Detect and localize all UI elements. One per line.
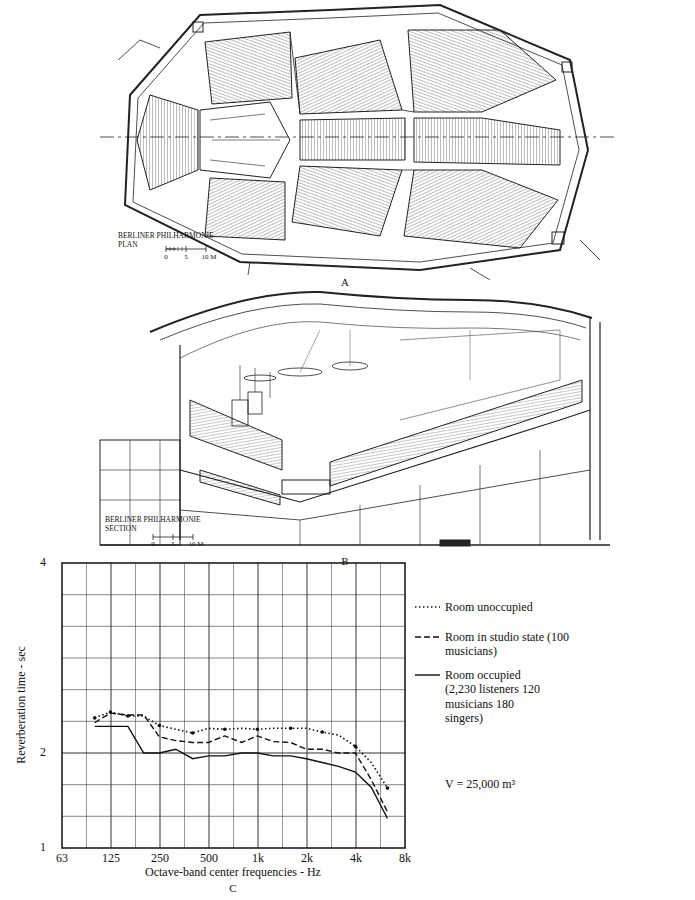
- drawing-subtitle: PLAN: [118, 241, 138, 249]
- legend-text: Room unoccupied: [445, 600, 533, 614]
- grid-line: [331, 563, 332, 848]
- grid-line: [258, 563, 259, 848]
- grid-line: [209, 563, 210, 848]
- drawing-subtitle: SECTION: [105, 525, 137, 533]
- legend-entry: Room unoccupied: [445, 600, 595, 614]
- reverberation-chart: [62, 563, 440, 848]
- legend-entry: Room in studio state (100 musicians): [445, 630, 585, 659]
- grid-line: [233, 563, 234, 848]
- scale-number: 0: [151, 541, 155, 549]
- scale-number: 10 M: [189, 541, 204, 549]
- data-point: [354, 745, 358, 749]
- grid-line: [282, 563, 283, 848]
- chart-grid: [62, 563, 405, 848]
- grid-line: [111, 563, 112, 848]
- volume-note: V = 25,000 m³: [445, 778, 515, 791]
- data-point: [158, 724, 162, 728]
- axis-tick-label: 8k: [399, 852, 411, 865]
- axis-title: Reverberation time - sec: [15, 646, 28, 764]
- drawing-title: BERLINER PHILHARMONIE: [118, 232, 214, 240]
- data-point: [386, 786, 390, 790]
- axis-tick-label: 4: [40, 556, 46, 569]
- panel-letter: A: [341, 276, 349, 288]
- grid-line: [86, 563, 87, 848]
- legend-entry: Room occupied (2,230 listeners 120 music…: [445, 668, 547, 726]
- grid-line: [135, 563, 136, 848]
- axis-tick-label: 2k: [301, 852, 313, 865]
- grid-line: [184, 563, 185, 848]
- hall-section: [100, 292, 610, 546]
- legend-text: Room occupied (2,230 listeners 120 music…: [445, 668, 540, 725]
- grid-line: [356, 563, 357, 848]
- axis-title: Octave-band center frequencies - Hz: [145, 866, 321, 879]
- axis-tick-label: 1k: [252, 852, 264, 865]
- data-point: [320, 730, 324, 734]
- axis-tick-label: 63: [56, 852, 68, 865]
- panel-letter: C: [229, 882, 236, 894]
- chart-curves: [93, 710, 389, 818]
- panel-letter: B: [341, 555, 348, 567]
- data-point: [289, 727, 293, 731]
- data-point: [256, 728, 260, 732]
- axis-tick-label: 125: [102, 852, 120, 865]
- scale-number: 5: [184, 254, 188, 262]
- data-point: [191, 731, 195, 735]
- scale-number: 10 M: [202, 254, 217, 262]
- data-point: [93, 716, 97, 720]
- hall-plan: [100, 5, 615, 280]
- legend-samples: [415, 607, 440, 675]
- axis-tick-label: 1: [40, 841, 46, 854]
- axis-tick-label: 250: [151, 852, 169, 865]
- scale-number: 0: [164, 254, 168, 262]
- axis-tick-label: 2: [40, 746, 46, 759]
- axis-tick-label: 4k: [350, 852, 362, 865]
- grid-line: [307, 563, 308, 848]
- unoccupied-curve: [95, 712, 388, 788]
- scale-number: 5: [171, 541, 175, 549]
- legend-text: Room in studio state (100 musicians): [445, 630, 569, 658]
- occupied-curve: [95, 726, 388, 818]
- plot-frame: [62, 563, 405, 848]
- studio-curve: [95, 713, 388, 812]
- drawing-title: BERLINER PHILHARMONIE: [105, 516, 201, 524]
- axis-tick-label: 500: [200, 852, 218, 865]
- data-point: [223, 728, 227, 732]
- grid-line: [160, 563, 161, 848]
